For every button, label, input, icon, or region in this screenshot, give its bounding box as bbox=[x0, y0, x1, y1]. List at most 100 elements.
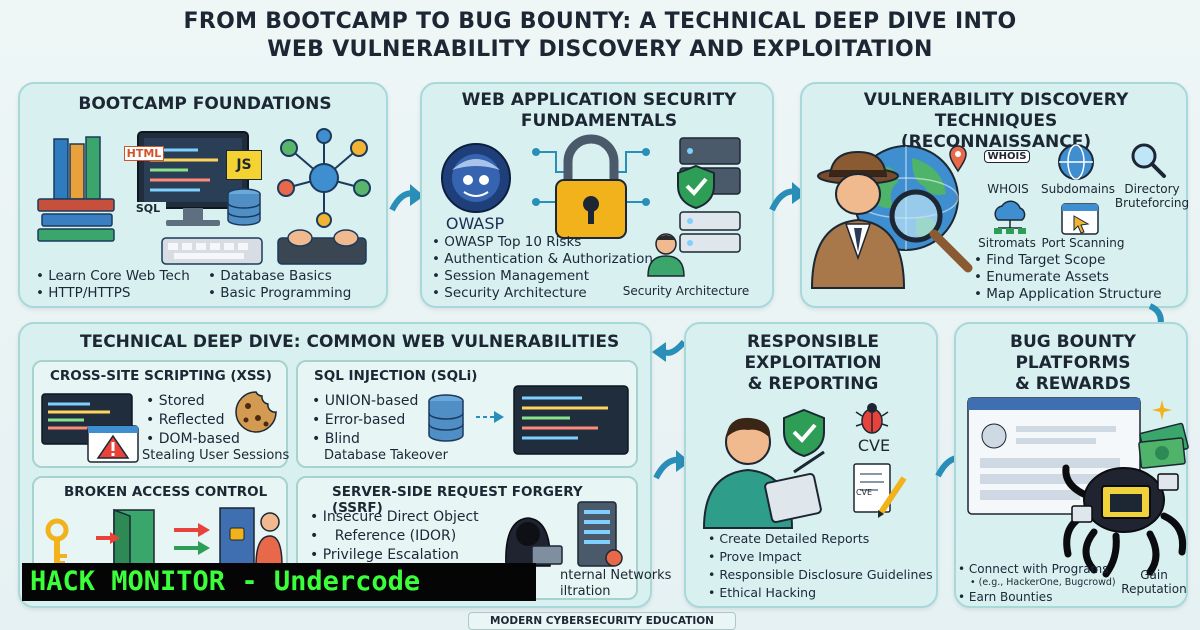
recon-title-line-1: VULNERABILITY DISCOVERY TECHNIQUES bbox=[863, 90, 1129, 131]
bootcamp-title: BOOTCAMP FOUNDATIONS bbox=[78, 94, 332, 114]
arrows-icon bbox=[174, 523, 210, 555]
port-scanning-icon bbox=[1061, 203, 1099, 235]
whois-badge: WHOIS bbox=[984, 150, 1030, 163]
bootcamp-bullets-left: Learn Core Web Tech HTTP/HTTPS bbox=[36, 268, 190, 302]
xss-bullets: Stored Reflected DOM-based bbox=[146, 392, 240, 449]
bounty-example-note: (e.g., HackerOne, Bugcrowd) bbox=[978, 577, 1116, 588]
detective-icon bbox=[810, 150, 906, 289]
recon-bullets: Find Target Scope Enumerate Assets Map A… bbox=[974, 252, 1162, 303]
padlock-icon bbox=[532, 134, 650, 239]
sqli-card: SQL INJECTION (SQLi) UNION-based Error-b… bbox=[296, 360, 638, 468]
port-scanning-label: Port Scanning bbox=[1041, 236, 1125, 250]
sqli-caption: Database Takeover bbox=[324, 448, 448, 463]
list-item: Privilege Escalation bbox=[310, 546, 479, 565]
exploit-title: RESPONSIBLE EXPLOITATION & REPORTING bbox=[686, 332, 940, 395]
reputation-label: Reputation bbox=[1121, 582, 1187, 596]
list-item: Prove Impact bbox=[708, 548, 933, 566]
websec-title-line-2: FUNDAMENTALS bbox=[520, 111, 678, 131]
bounty-title-line-3: & REWARDS bbox=[1014, 374, 1132, 394]
key-icon bbox=[45, 518, 69, 566]
sqli-title: SQL INJECTION (SQLi) bbox=[314, 368, 478, 384]
list-item: UNION-based bbox=[312, 392, 419, 411]
xss-card: CROSS-SITE SCRIPTING (XSS) Stored Reflec… bbox=[32, 360, 289, 468]
user-icon bbox=[647, 233, 685, 277]
list-item: Session Management bbox=[432, 268, 653, 285]
list-item: Earn Bounties bbox=[958, 590, 1116, 604]
sitromats-label: Sitromats bbox=[978, 236, 1036, 250]
list-item: Authentication & Authorization bbox=[432, 251, 653, 268]
list-item: HTTP/HTTPS bbox=[36, 285, 190, 302]
warning-icon bbox=[87, 425, 139, 463]
location-pin-icon bbox=[949, 145, 967, 173]
exploit-title-line-3: & REPORTING bbox=[747, 374, 879, 394]
list-item: Security Architecture bbox=[432, 285, 653, 302]
shield-icon bbox=[783, 408, 825, 458]
recon-title-line-2: (RECONNAISSANCE) bbox=[900, 132, 1092, 152]
database-icon bbox=[428, 394, 464, 442]
xss-title: CROSS-SITE SCRIPTING (XSS) bbox=[50, 368, 272, 384]
money-icon bbox=[1138, 422, 1189, 469]
subdomains-label: Subdomains bbox=[1040, 182, 1116, 196]
list-item: DOM-based bbox=[146, 430, 240, 449]
list-item: Responsible Disclosure Guidelines bbox=[708, 566, 932, 584]
bug-icon bbox=[855, 403, 889, 434]
monitor-icon bbox=[137, 131, 249, 226]
list-item: Reference (IDOR) bbox=[310, 527, 479, 546]
ssrf-caption-1: nternal Networks bbox=[560, 568, 672, 583]
websec-panel: WEB APPLICATION SECURITY FUNDAMENTALS OW… bbox=[420, 82, 774, 308]
js-badge: JS bbox=[226, 150, 262, 180]
list-item: Database Basics bbox=[208, 268, 351, 285]
bounty-title-line-2: PLATFORMS bbox=[1015, 353, 1131, 373]
exploit-title-line-1: RESPONSIBLE bbox=[746, 332, 880, 352]
html-badge: HTML bbox=[124, 146, 164, 161]
owasp-logo-icon bbox=[441, 143, 511, 213]
server-icon bbox=[577, 501, 623, 567]
list-item: Stored bbox=[146, 392, 240, 411]
keyboard-icon bbox=[161, 229, 367, 265]
list-item: Blind bbox=[312, 430, 418, 449]
hack-monitor-banner: HACK MONITOR - Undercode bbox=[22, 563, 536, 601]
list-item: Basic Programming bbox=[208, 285, 351, 302]
hacker-icon bbox=[505, 517, 563, 567]
directory-label: Directory Bruteforcing bbox=[1112, 182, 1192, 210]
list-item: Map Application Structure bbox=[974, 286, 1161, 303]
cve-heading: CVE bbox=[857, 436, 891, 455]
bootcamp-panel: BOOTCAMP FOUNDATIONS HTML JS SQL bbox=[18, 82, 388, 308]
exploit-title-line-2: EXPLOITATION bbox=[744, 353, 882, 373]
directory-label-line-1: Directory bbox=[1124, 182, 1180, 196]
exploit-bullets: Create Detailed Reports Prove Impact Res… bbox=[708, 530, 933, 602]
recon-title: VULNERABILITY DISCOVERY TECHNIQUES (RECO… bbox=[802, 90, 1190, 153]
bounty-bullets: Connect with Programs (e.g., HackerOne, … bbox=[958, 562, 1116, 604]
shield-icon bbox=[677, 164, 715, 210]
magnifier-icon bbox=[889, 189, 973, 273]
bounty-title: BUG BOUNTY PLATFORMS & REWARDS bbox=[956, 332, 1190, 395]
title-line-2: WEB VULNERABILITY DISCOVERY AND EXPLOITA… bbox=[267, 37, 933, 62]
sqli-bullets: UNION-based Error-based Blind bbox=[312, 392, 419, 449]
websec-bullets: OWASP Top 10 Risks Authentication & Auth… bbox=[432, 234, 653, 302]
report-icon bbox=[853, 463, 907, 518]
title-line-1: FROM BOOTCAMP TO BUG BOUNTY: A TECHNICAL… bbox=[183, 9, 1017, 34]
xss-caption: Stealing User Sessions bbox=[142, 448, 290, 463]
cloud-network-icon bbox=[994, 200, 1026, 234]
list-item: Enumerate Assets bbox=[974, 269, 1162, 286]
flow-arrow-icon bbox=[653, 450, 690, 480]
list-item: Ethical Hacking bbox=[708, 584, 933, 602]
deepdive-panel: TECHNICAL DEEP DIVE: COMMON WEB VULNERAB… bbox=[18, 322, 671, 608]
deepdive-title: TECHNICAL DEEP DIVE: COMMON WEB VULNERAB… bbox=[80, 332, 620, 352]
bounty-title-line-1: BUG BOUNTY bbox=[1010, 332, 1136, 352]
list-item: Create Detailed Reports bbox=[708, 530, 933, 548]
list-item: Insecure Direct Object bbox=[310, 508, 479, 527]
cookie-icon bbox=[235, 391, 277, 433]
database-icon bbox=[227, 188, 261, 226]
footer-tag: MODERN CYBERSECURITY EDUCATION bbox=[468, 612, 736, 630]
cve-doc-label: CVE bbox=[855, 488, 873, 497]
ssrf-caption-2: iltration bbox=[560, 584, 611, 599]
bootcamp-bullets-right: Database Basics Basic Programming bbox=[208, 268, 351, 302]
owasp-label: OWASP bbox=[445, 214, 505, 233]
security-architecture-label: Security Architecture bbox=[622, 284, 750, 298]
door-icon bbox=[96, 508, 155, 567]
search-icon bbox=[1131, 143, 1166, 178]
sql-badge: SQL bbox=[130, 202, 166, 215]
monitor-icon bbox=[513, 385, 629, 455]
exploit-panel: RESPONSIBLE EXPLOITATION & REPORTING CVE… bbox=[684, 322, 938, 608]
